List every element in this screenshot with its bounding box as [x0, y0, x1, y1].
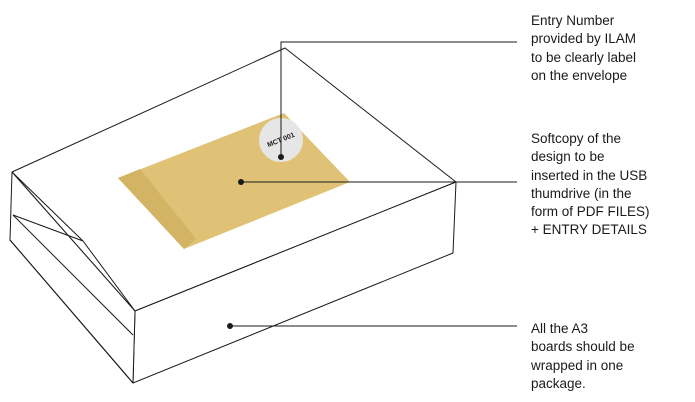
leader-entry-dot — [278, 154, 284, 160]
callout-line: wrapped in one — [531, 357, 624, 373]
callout-line: provided by ILAM — [531, 31, 637, 47]
leader-wrap-dot — [227, 323, 233, 329]
callout-line: form of PDF FILES) — [531, 204, 650, 220]
callout-line: design to be — [531, 149, 605, 165]
wrap-fold-bottom — [9, 239, 134, 384]
wrapping-callout: All the A3 boards should be wrapped in o… — [531, 320, 635, 393]
callout-line: to be clearly label — [531, 49, 637, 65]
callout-line: + ENTRY DETAILS — [531, 222, 647, 238]
callout-line: Softcopy of the — [531, 131, 622, 146]
softcopy-callout: Softcopy of the design to be inserted in… — [531, 130, 650, 240]
leader-entry — [280, 41, 517, 157]
callout-line: All the A3 — [531, 321, 589, 336]
callout-line: inserted in the USB — [531, 167, 648, 183]
entry-number-callout: Entry Number provided by ILAM to be clea… — [531, 12, 636, 85]
callout-line: thumdrive (in the — [531, 185, 632, 201]
wrap-fold-diagonal — [82, 240, 136, 312]
leader-lines — [227, 41, 517, 329]
wrap-fold-lower — [12, 214, 134, 336]
callout-line: Entry Number — [531, 13, 615, 28]
envelope-flap — [118, 169, 196, 249]
callout-line: on the envelope — [531, 67, 628, 83]
callout-line: package. — [531, 375, 586, 391]
callout-line: boards should be — [531, 339, 635, 355]
leader-softcopy-dot — [238, 179, 244, 185]
